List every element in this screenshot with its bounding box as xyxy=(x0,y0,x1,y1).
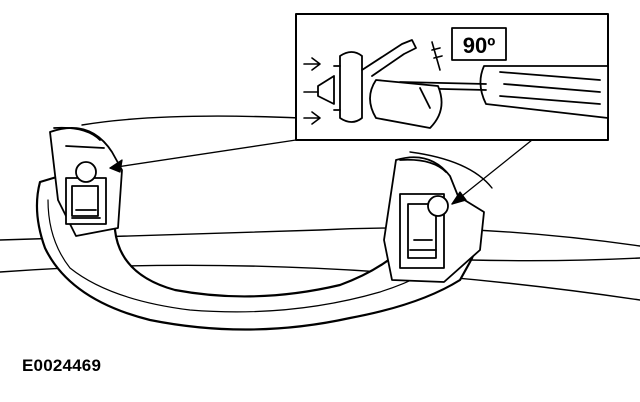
angle-label-box xyxy=(451,27,507,61)
right-mount xyxy=(383,156,485,283)
detail-inset xyxy=(295,13,609,141)
angle-label: 90º xyxy=(463,33,496,58)
push-arrows xyxy=(303,41,443,125)
leader-arrows xyxy=(109,139,533,205)
left-mount xyxy=(49,126,123,237)
screwdriver xyxy=(399,65,609,119)
reference-code: E0024469 xyxy=(22,356,102,375)
retaining-clip xyxy=(317,39,443,129)
